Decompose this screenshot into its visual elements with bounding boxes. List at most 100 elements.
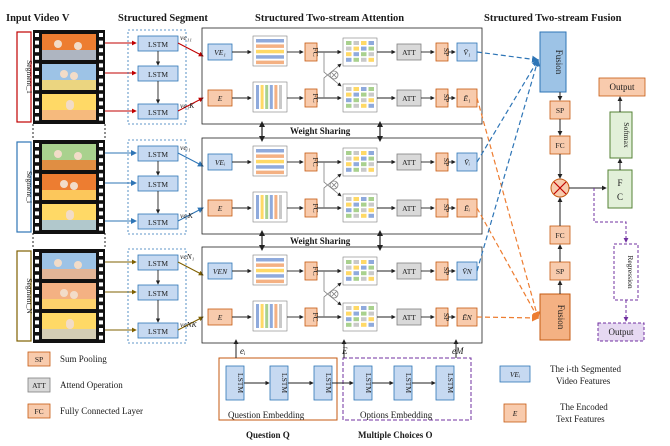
weight-sharing-1: Weight Sharing (259, 121, 383, 142)
film-hole (35, 320, 39, 325)
lstm-to-attention-arrow (177, 261, 204, 276)
fusion-sp-bottom-label: SP (556, 267, 564, 276)
legend-e-desc-2: Text Features (556, 414, 605, 424)
box-label: VE₁ (214, 48, 226, 57)
film-hole (99, 226, 103, 231)
output-label: Ēᵢ (463, 204, 470, 213)
film-hole (99, 150, 103, 155)
film-hole (35, 196, 39, 201)
output-bottom-label: Output (608, 327, 634, 337)
film-hole (35, 150, 39, 155)
option-lstm-cell: LSTM (393, 365, 413, 401)
output-label: V̄N (462, 267, 473, 276)
lstm-label: LSTM (148, 40, 168, 49)
ve-top-label: veN₁ (180, 252, 195, 261)
multiple-choices-label: Multiple Choices O (358, 430, 433, 440)
attention-fc-label: FC (311, 93, 320, 102)
legend-e-key: E (512, 409, 518, 418)
text-to-fusion-link (476, 97, 540, 320)
attention-grid (342, 37, 378, 67)
legend-fc-desc: Fully Connected Layer (60, 406, 143, 416)
feature-matrix (252, 145, 288, 177)
film-hole (99, 203, 103, 208)
video-frame (42, 253, 96, 279)
option-lstm-cell: LSTM (353, 365, 373, 401)
segment-bracket (16, 31, 32, 123)
legend-fc-key: FC (34, 407, 43, 416)
text-to-fusion-link (476, 207, 539, 320)
fusion-top-label: Fusion (554, 50, 564, 75)
attention-grid (342, 83, 378, 113)
regression-label: Regression (626, 255, 635, 289)
film-hole (99, 93, 103, 98)
video-to-fusion-link (476, 58, 539, 163)
v-output-box: V̄₁ (456, 42, 478, 62)
film-hole (35, 282, 39, 287)
film-hole (99, 211, 103, 216)
film-hole (35, 259, 39, 264)
attention-fc-label: FC (311, 157, 320, 166)
legend: SP Sum Pooling ATT Attend Operation FC F… (27, 351, 621, 424)
film-hole (99, 282, 103, 287)
lstm-label: LSTM (446, 373, 455, 393)
video-frame (42, 144, 96, 170)
film-hole (35, 101, 39, 106)
film-hole (35, 109, 39, 113)
weight-sharing-label-2: Weight Sharing (290, 236, 351, 246)
cross-multiply-icon (329, 180, 339, 190)
att-box: ATT (396, 89, 422, 107)
sp-label: SP (442, 94, 451, 102)
lstm-column-frame (127, 139, 187, 235)
attention-grid (342, 193, 378, 223)
film-hole (35, 181, 39, 185)
sp-label: SP (442, 313, 451, 321)
fusion-top: Fusion (539, 31, 567, 93)
segment-bracket (16, 141, 32, 233)
ve-box: VEN (207, 262, 233, 280)
film-hole (99, 78, 103, 83)
legend-e-desc-1: The Encoded (560, 402, 608, 412)
attention-fc-label: FC (311, 312, 320, 321)
fusion-fc-bottom: FC (549, 225, 571, 245)
film-hole (35, 63, 39, 68)
question-lstm-cell: LSTM (269, 365, 289, 401)
option-lstm-cell: LSTM (435, 365, 455, 401)
e-output-box: Ēᵢ (456, 198, 478, 218)
fusion-sp-bottom: SP (549, 261, 571, 281)
film-hole (35, 33, 39, 37)
film-hole (35, 188, 39, 193)
cross-connector (323, 271, 342, 306)
output-label: V̄ᵢ (464, 158, 470, 167)
right-fc-label-f: F (617, 178, 622, 188)
weight-sharing-label-1: Weight Sharing (290, 126, 351, 136)
ve-box: VE₁ (207, 43, 233, 61)
fusion-fc-top-label: FC (555, 141, 564, 150)
lstm-cell: LSTM (137, 284, 179, 301)
softmax-box: Softmax (609, 111, 633, 159)
film-hole (35, 78, 39, 83)
e-output-box: Ē₁ (456, 88, 478, 108)
film-hole (35, 116, 39, 121)
film-hole (99, 63, 103, 68)
box-label: E (217, 94, 223, 103)
lstm-label: LSTM (236, 373, 245, 393)
film-hole (99, 290, 103, 294)
video-to-fusion-link (476, 51, 540, 63)
video-frame (42, 34, 96, 60)
question-embedding-group: Question Embedding (218, 357, 338, 421)
video-frame (42, 204, 96, 230)
lstm-cell: LSTM (137, 322, 179, 339)
segment-label: Segment_N (25, 278, 34, 314)
fusion-fc-bottom-label: FC (555, 231, 564, 240)
fusion-bottom-label: Fusion (556, 305, 566, 330)
video-frame (42, 64, 96, 90)
attention-panel (201, 27, 483, 125)
output-label: V̄₁ (463, 48, 471, 57)
options-embedding-group: Options Embedding (342, 357, 472, 421)
film-hole (99, 196, 103, 201)
cross-connector (323, 52, 342, 87)
film-hole (99, 86, 103, 91)
